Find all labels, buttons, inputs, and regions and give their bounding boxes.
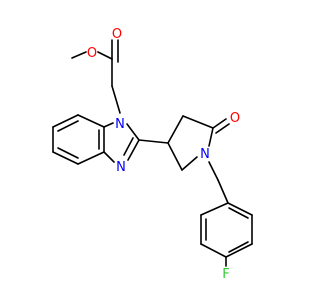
bond-c2-n	[208, 127, 214, 147]
bond-c4-c3	[167, 115, 184, 144]
atom-o-lactam: O	[230, 111, 240, 126]
molecule-diagram: O O N N O N F	[52, 27, 253, 282]
bond-lactam-co-1	[212, 118, 227, 129]
bond-n1-c2	[126, 123, 140, 141]
bond-n-ch2	[208, 161, 219, 181]
bond-benz-4	[52, 151, 79, 165]
bond-o-carbonyl-c	[97, 51, 113, 60]
atom-f: F	[222, 267, 229, 282]
bond-ar-1	[200, 202, 229, 216]
atom-labels: O O N N O N F	[87, 27, 240, 282]
bond-n-c5	[181, 156, 198, 171]
bond-benz-inner-2	[57, 147, 79, 159]
atom-n3-imidazole: N	[116, 160, 126, 175]
bond-ar-inner-2	[228, 241, 249, 253]
bond-ch2-ar	[217, 179, 229, 204]
bond-c7a-n1	[103, 122, 114, 128]
bond-ar-3	[200, 243, 227, 258]
bond-c5-c4	[167, 142, 183, 171]
bond-ar-4	[225, 243, 253, 258]
bond-benz-1	[77, 114, 105, 128]
bond-n3-c3a	[103, 151, 115, 163]
atom-o-ester-ether: O	[87, 46, 97, 61]
bond-benz-5	[77, 151, 105, 165]
bond-c2-c4	[138, 139, 169, 144]
bond-ch2-n1	[111, 85, 121, 114]
bond-ar-inner-3	[228, 207, 249, 219]
bond-benz-inner-1	[57, 120, 79, 132]
bond-benz-2	[52, 114, 79, 128]
atom-n-pyrrolidine: N	[200, 147, 210, 162]
bond-methyl-o	[71, 51, 87, 59]
bond-c2-n3-2	[123, 137, 134, 156]
bond-ar-6	[227, 202, 253, 216]
bond-lactam-co-2	[215, 123, 230, 134]
atom-o-ester-carbonyl: O	[112, 27, 122, 42]
bonds	[52, 39, 253, 267]
bond-c2-n3-1	[127, 139, 140, 161]
atom-n1-imidazole: N	[115, 117, 125, 132]
bond-c3-c2	[182, 115, 214, 129]
